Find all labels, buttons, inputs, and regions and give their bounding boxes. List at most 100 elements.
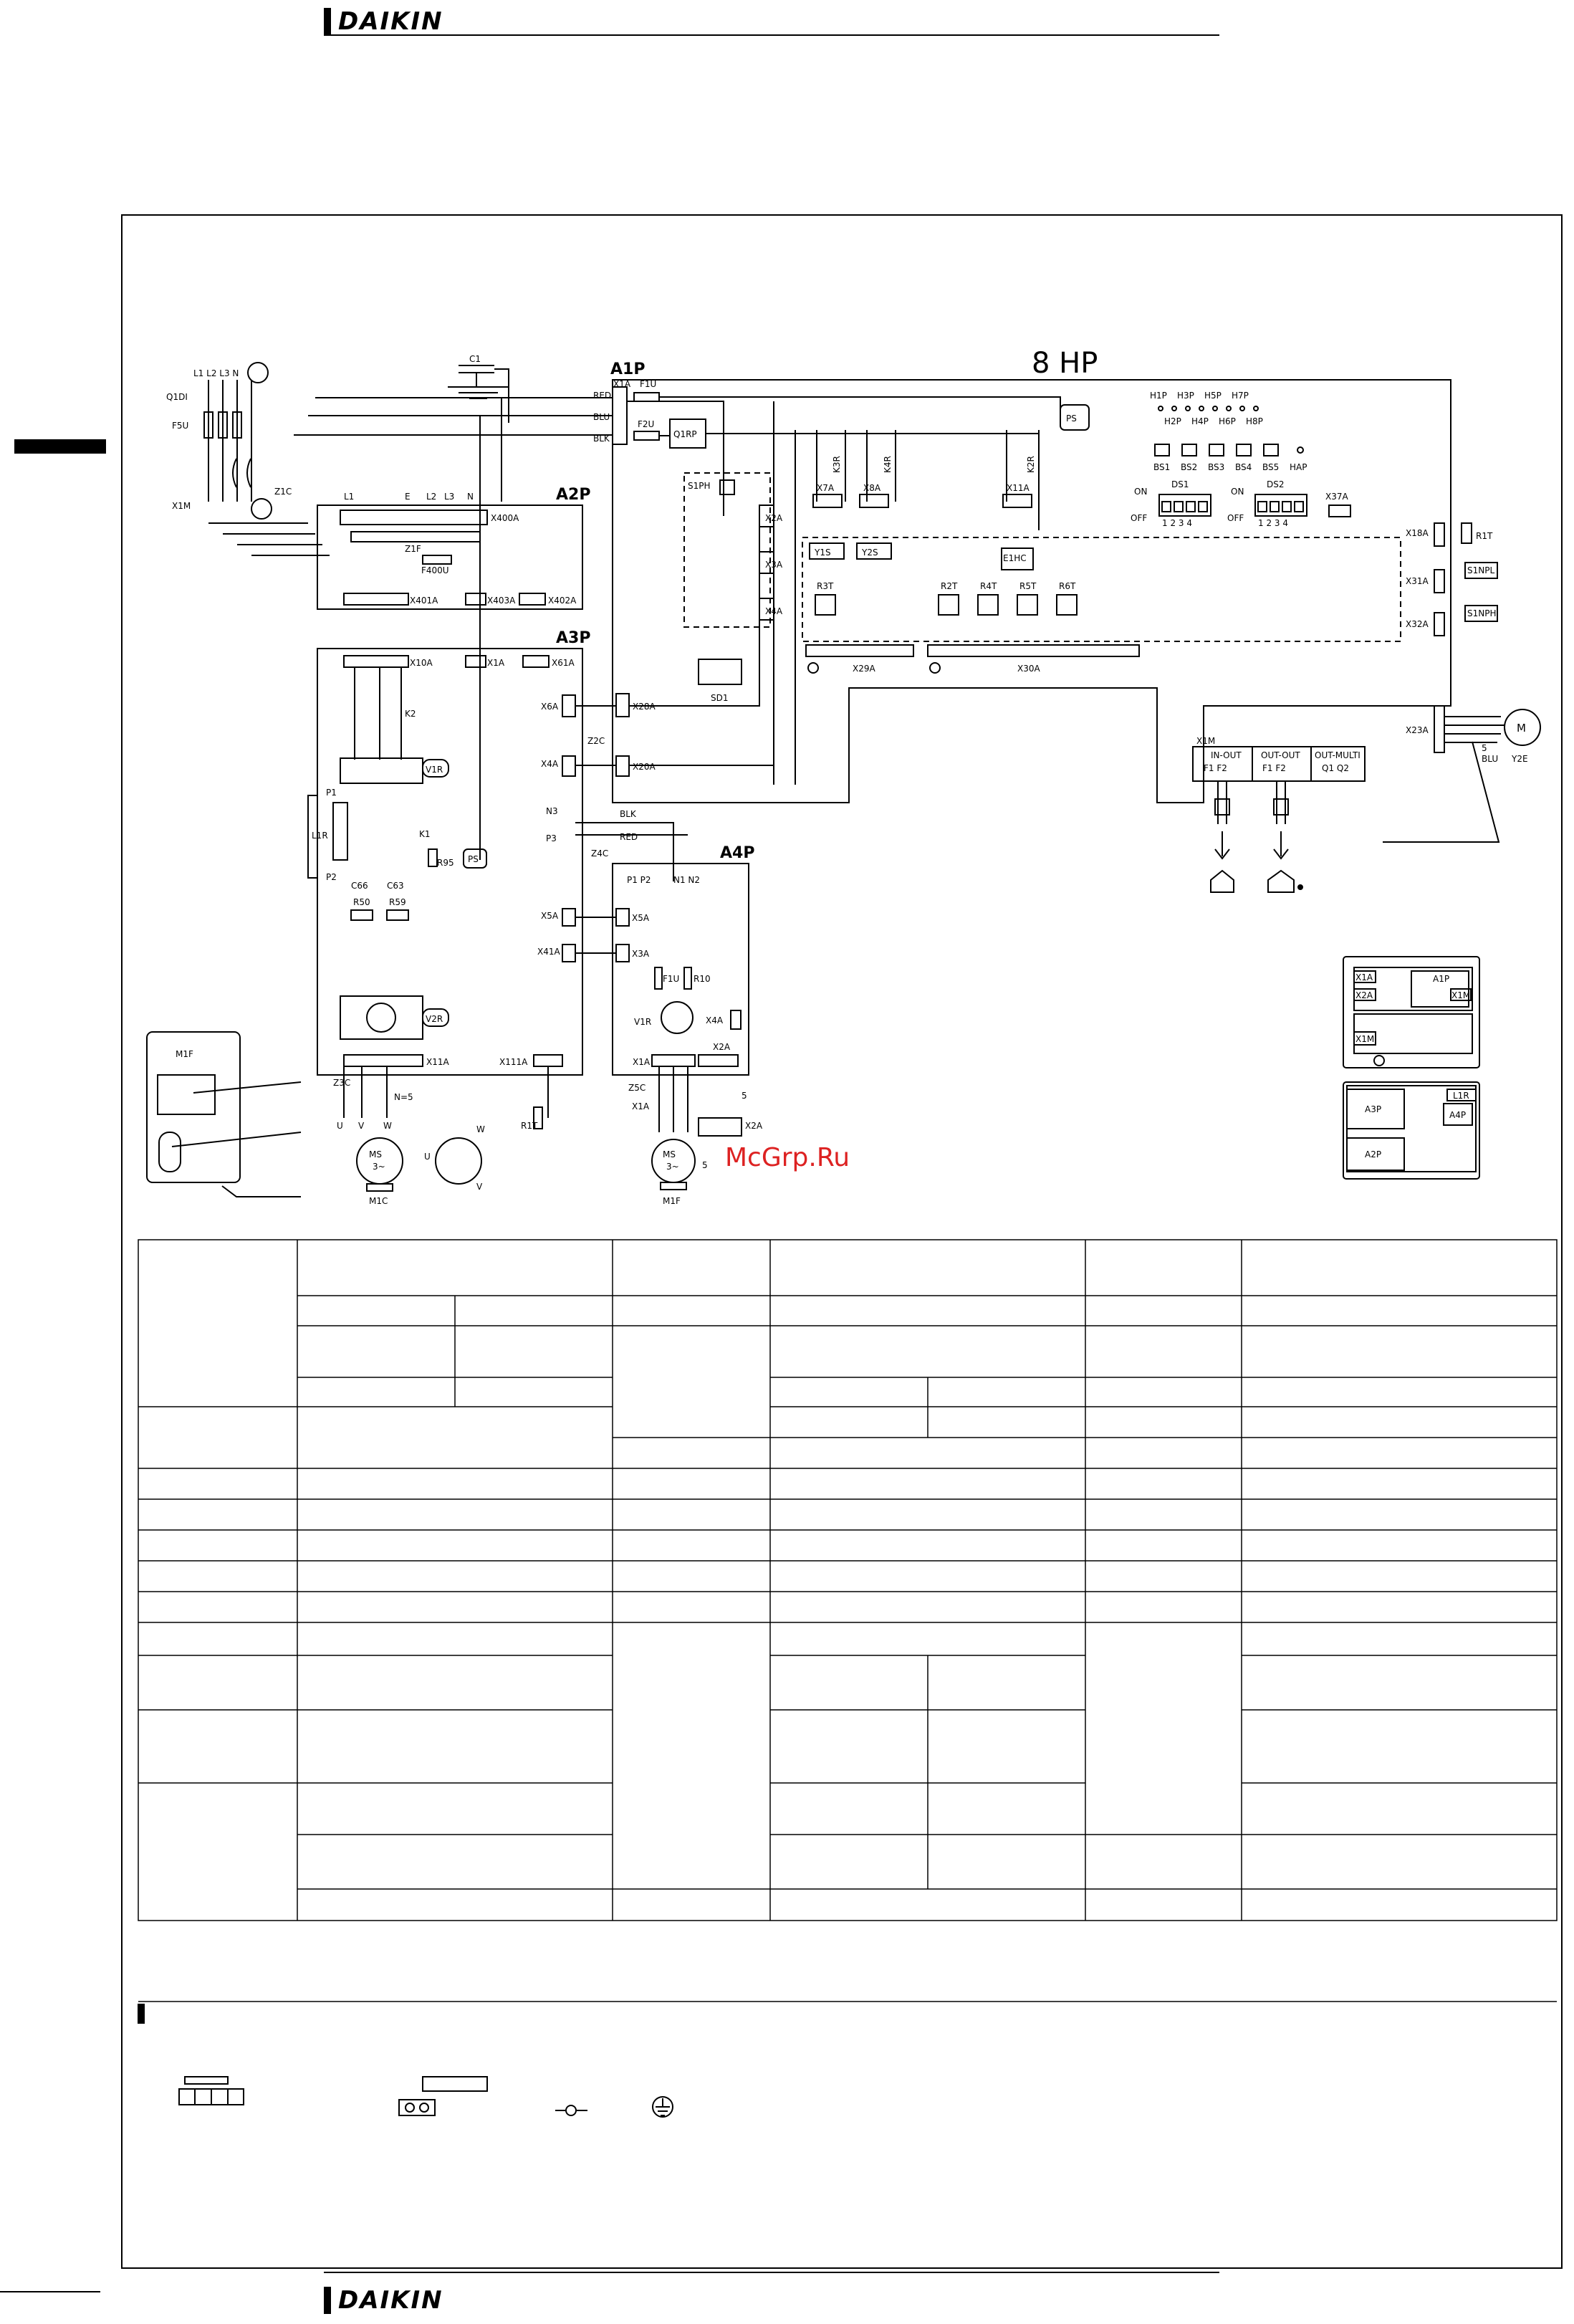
main-power-input: L1 L2 L3 N Q1DI F5U X1M Z1C: [166, 362, 330, 556]
svg-text:F1U: F1U: [663, 974, 679, 984]
svg-text:H6P: H6P: [1219, 416, 1236, 426]
svg-text:A4P: A4P: [1449, 1110, 1466, 1120]
led-row: H1P H3P H5P H7P H2P H4P H6P H8P: [1150, 391, 1263, 426]
svg-text:R1T: R1T: [521, 1121, 538, 1131]
svg-text:K1: K1: [419, 829, 431, 839]
svg-text:V: V: [476, 1182, 483, 1192]
svg-text:3~: 3~: [666, 1162, 679, 1172]
svg-text:Z2C: Z2C: [587, 736, 605, 746]
pcb-a1p-outline: [612, 379, 1451, 803]
svg-text:Y2S: Y2S: [861, 547, 878, 558]
diagram-frame: [121, 214, 1563, 2269]
svg-text:X6A: X6A: [541, 702, 559, 712]
model-label: 8 HP: [1032, 347, 1098, 380]
svg-text:BS5: BS5: [1262, 462, 1279, 472]
svg-text:L1R: L1R: [1453, 1091, 1469, 1101]
svg-text:DS1: DS1: [1171, 479, 1189, 489]
svg-text:RED: RED: [593, 391, 611, 401]
svg-text:R10: R10: [694, 974, 711, 984]
svg-text:N: N: [467, 492, 474, 502]
svg-text:X1A: X1A: [632, 1101, 650, 1111]
svg-text:U: U: [424, 1152, 431, 1162]
svg-text:C63: C63: [387, 881, 404, 891]
svg-text:R6T: R6T: [1059, 581, 1076, 591]
svg-text:OUT-MULTI: OUT-MULTI: [1315, 750, 1361, 760]
svg-text:BS4: BS4: [1235, 462, 1252, 472]
svg-text:X11A: X11A: [1007, 483, 1030, 493]
svg-text:X1A: X1A: [487, 658, 505, 668]
svg-text:MS: MS: [369, 1149, 382, 1159]
section-tab-marker: [14, 439, 106, 454]
svg-text:H2P: H2P: [1164, 416, 1181, 426]
svg-text:OFF: OFF: [1227, 513, 1244, 523]
svg-text:W: W: [476, 1124, 485, 1134]
svg-text:5: 5: [1482, 743, 1487, 753]
svg-text:PS: PS: [1066, 413, 1077, 424]
svg-text:H8P: H8P: [1246, 416, 1263, 426]
dip-switches: ON OFF DS1 1 2 3 4 ON OFF DS2 1 2 3 4 X3…: [1131, 479, 1351, 528]
svg-text:Z5C: Z5C: [628, 1083, 646, 1093]
a1p-left-terminals: X1A F1U F2U Q1RP RED BLU BLK: [593, 379, 706, 449]
svg-text:BLU: BLU: [1482, 754, 1498, 764]
svg-text:A2P: A2P: [1365, 1149, 1381, 1159]
svg-text:L1 L2 L3 N: L1 L2 L3 N: [193, 368, 239, 378]
footer-rule: [324, 2272, 1219, 2273]
watermark: McGrp.Ru: [725, 1143, 850, 1172]
svg-text:E: E: [405, 492, 411, 502]
svg-text:X32A: X32A: [1406, 619, 1429, 629]
svg-text:N3: N3: [546, 806, 558, 816]
svg-text:5: 5: [702, 1160, 708, 1170]
svg-text:Y2E: Y2E: [1511, 754, 1528, 764]
svg-text:X4A: X4A: [765, 606, 783, 616]
svg-text:X23A: X23A: [1406, 725, 1429, 735]
svg-text:5: 5: [742, 1091, 747, 1101]
pcb-a3p-label: A3P: [556, 629, 590, 647]
thermistor-r1t: R1T: [521, 1066, 549, 1131]
svg-text:Z4C: Z4C: [591, 848, 608, 859]
svg-text:X401A: X401A: [410, 596, 438, 606]
svg-text:V2R: V2R: [426, 1014, 443, 1024]
svg-text:X7A: X7A: [817, 483, 835, 493]
a2p-internals: L1 E L2 L3 N X400A Z1F F400U X401A X403A…: [340, 492, 577, 606]
header-rule: [324, 34, 1219, 36]
svg-text:1 2 3 4: 1 2 3 4: [1258, 518, 1288, 528]
svg-text:X10A: X10A: [410, 658, 433, 668]
fan-motor-m1f: Z5C X1A X2A 5 MS 3~ 5 M1F: [628, 1066, 763, 1206]
svg-text:X29A: X29A: [853, 664, 875, 674]
svg-text:H5P: H5P: [1204, 391, 1222, 401]
svg-text:Q1DI: Q1DI: [166, 392, 188, 402]
svg-text:X20A: X20A: [633, 762, 656, 772]
svg-text:BLK: BLK: [620, 809, 637, 819]
svg-text:X403A: X403A: [487, 596, 516, 606]
svg-text:X3A: X3A: [765, 560, 783, 570]
svg-text:BS3: BS3: [1208, 462, 1224, 472]
svg-text:X400A: X400A: [491, 513, 519, 523]
svg-text:P2: P2: [326, 872, 337, 882]
svg-text:X41A: X41A: [537, 947, 560, 957]
svg-text:K2R: K2R: [1026, 456, 1036, 473]
svg-text:RED: RED: [620, 832, 638, 842]
capacitor-c1: C1: [448, 354, 509, 423]
symbol-legend: [178, 2076, 673, 2118]
svg-text:PS: PS: [468, 854, 479, 864]
svg-text:X18A: X18A: [1406, 528, 1429, 538]
svg-text:P1 P2: P1 P2: [627, 875, 651, 885]
svg-text:X111A: X111A: [499, 1057, 528, 1067]
svg-text:X4A: X4A: [541, 759, 559, 769]
svg-text:X1M: X1M: [1355, 1034, 1374, 1044]
svg-text:R3T: R3T: [817, 581, 834, 591]
svg-text:S1NPL: S1NPL: [1467, 565, 1494, 575]
svg-text:H4P: H4P: [1191, 416, 1209, 426]
svg-text:X2A: X2A: [713, 1042, 731, 1052]
svg-text:BS1: BS1: [1153, 462, 1170, 472]
svg-text:OUT-OUT: OUT-OUT: [1261, 750, 1300, 760]
svg-text:X2A: X2A: [745, 1121, 763, 1131]
svg-text:F5U: F5U: [172, 421, 188, 431]
s1ph-block: S1PH X2A X3A X4A SD1: [688, 479, 783, 703]
svg-text:X31A: X31A: [1406, 576, 1429, 586]
svg-text:SD1: SD1: [711, 693, 729, 703]
svg-text:IN-OUT: IN-OUT: [1211, 750, 1242, 760]
svg-text:M1C: M1C: [369, 1196, 388, 1206]
svg-text:X11A: X11A: [426, 1057, 449, 1067]
svg-text:L2: L2: [426, 492, 436, 502]
